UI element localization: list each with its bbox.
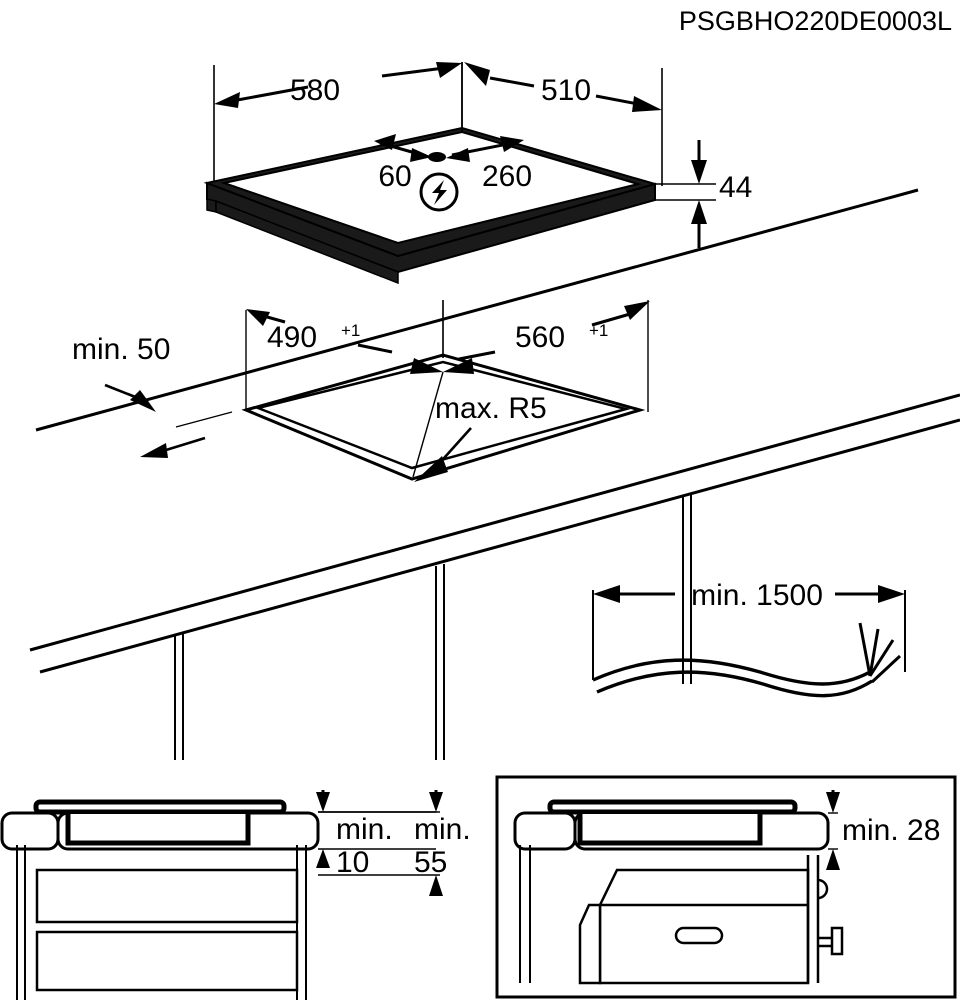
leader-min50-lower	[165, 436, 206, 452]
dim-label-min55-prefix: min.	[414, 813, 471, 846]
cable-outlet-marker	[428, 152, 446, 162]
dim-560-group: 560 +1	[442, 300, 650, 412]
hob-glass-plate	[33, 799, 287, 815]
dim-maxR5-group: max. R5	[412, 371, 547, 482]
arrowhead-cable-right	[878, 585, 905, 603]
dim-label-min50: min. 50	[72, 333, 170, 366]
arrowhead-min50-lower	[140, 443, 168, 458]
leader-510-left	[489, 76, 535, 88]
hob-lip-left	[206, 198, 217, 213]
cable-wire-ends	[858, 622, 902, 684]
cable-line-upper	[592, 658, 871, 686]
dim-label-260: 260	[482, 160, 532, 193]
arrowhead-maxR5	[414, 456, 448, 482]
dim-label-44: 44	[719, 171, 752, 204]
arrowhead-min55-bottom	[429, 875, 443, 896]
arrowhead-560-left	[443, 358, 474, 374]
dim-label-490: 490	[267, 321, 317, 354]
arrowhead-260-right	[500, 136, 524, 152]
wall-line-rear	[35, 188, 919, 432]
oven-handle-slot	[674, 926, 724, 945]
leader-560-right	[591, 312, 631, 327]
dim-label-490-tolerance: +1	[341, 321, 360, 340]
dim-label-560-tolerance: +1	[589, 321, 608, 340]
arrowhead-60-left	[374, 134, 396, 150]
arrowhead-490-right	[410, 358, 443, 374]
drawer-front-upper	[35, 868, 299, 924]
worktop-front-edge-top	[29, 393, 960, 652]
arrowhead-510-right	[632, 96, 662, 112]
dim-label-min10-prefix: min.	[336, 813, 393, 846]
dim-min28-group: min. 28	[826, 790, 940, 870]
arrowhead-44-top	[691, 160, 707, 184]
hob-lip-front	[215, 199, 399, 285]
arrowhead-min10-bottom	[316, 849, 330, 868]
arrowhead-min50-upper	[130, 390, 156, 412]
dim-label-580: 580	[290, 74, 340, 107]
worktop-front-edge-bottom	[39, 418, 960, 674]
dim-min55-group: min. 55	[318, 790, 471, 896]
oven-knob-icon	[817, 878, 829, 900]
leader-490-right	[357, 343, 393, 354]
arrowhead-490-left	[246, 309, 270, 326]
page-title: PSGBHO220DE0003L	[679, 6, 952, 36]
lightning-bolt-icon	[419, 172, 459, 212]
dim-label-maxR5: max. R5	[435, 392, 547, 425]
oven-fitting-block	[830, 926, 844, 956]
arrowhead-580-right	[436, 62, 462, 78]
drawer-front-lower	[35, 930, 299, 992]
arrowhead-cable-left	[593, 585, 620, 603]
detail-drawer-unit: min. 10 min. 55	[0, 790, 471, 1000]
arrowhead-min28-bottom	[826, 849, 840, 870]
dim-min50-group: min. 50	[72, 333, 233, 458]
dim-label-min55-value: 55	[414, 846, 447, 879]
dim-label-min28: min. 28	[842, 814, 940, 847]
arrowhead-min10-top	[316, 792, 330, 812]
cutout-outline-inner	[253, 360, 631, 470]
leader-580-right	[381, 66, 445, 78]
mains-cable-view: min. 1500	[592, 579, 906, 698]
cutout-outline-outer	[241, 353, 646, 481]
arrowhead-44-bottom	[691, 200, 707, 224]
worktop-slab-left	[0, 811, 60, 851]
ext-line-min50	[175, 411, 233, 428]
hob-isometric-view: 580 510 44	[203, 62, 752, 285]
leader-580-left	[231, 85, 309, 103]
dim-min10-group: min. 10	[316, 790, 436, 879]
arrowhead-510-left	[464, 62, 490, 86]
dim-490-group: 490 +1	[245, 300, 444, 410]
dim-510-group: 510	[461, 62, 663, 186]
dim-44-group: 44	[655, 140, 752, 248]
oven-body	[598, 868, 810, 985]
dim-label-60: 60	[378, 160, 411, 193]
dim-label-min10-value: 10	[336, 846, 369, 879]
arrowhead-min28-top	[826, 792, 840, 813]
dim-label-cable-length: min. 1500	[691, 579, 823, 612]
ext-line-maxR5	[412, 371, 444, 478]
dim-label-510: 510	[541, 74, 591, 107]
detail-oven-unit: min. 28	[495, 775, 957, 999]
arrowhead-560-right	[624, 301, 650, 320]
connection-position-group: 60 260	[374, 134, 532, 212]
oven-worktop-slab-left	[513, 811, 577, 851]
leader-510-right	[595, 94, 639, 106]
arrowhead-580-left	[214, 92, 240, 108]
arrowhead-min55-top	[429, 792, 443, 812]
hob-body-box	[65, 814, 251, 846]
arrowhead-260-left	[446, 148, 470, 162]
cable-line-lower	[596, 670, 873, 698]
oven-left-bracket	[578, 903, 602, 985]
oven-hob-glass-plate	[547, 799, 798, 815]
dim-label-560: 560	[515, 321, 565, 354]
arrowhead-60-right	[410, 148, 432, 162]
worktop-cutout-view: min. 50 490 +1 560	[29, 188, 960, 760]
leader-560-left	[458, 350, 496, 361]
oven-hob-body-box	[577, 814, 763, 846]
